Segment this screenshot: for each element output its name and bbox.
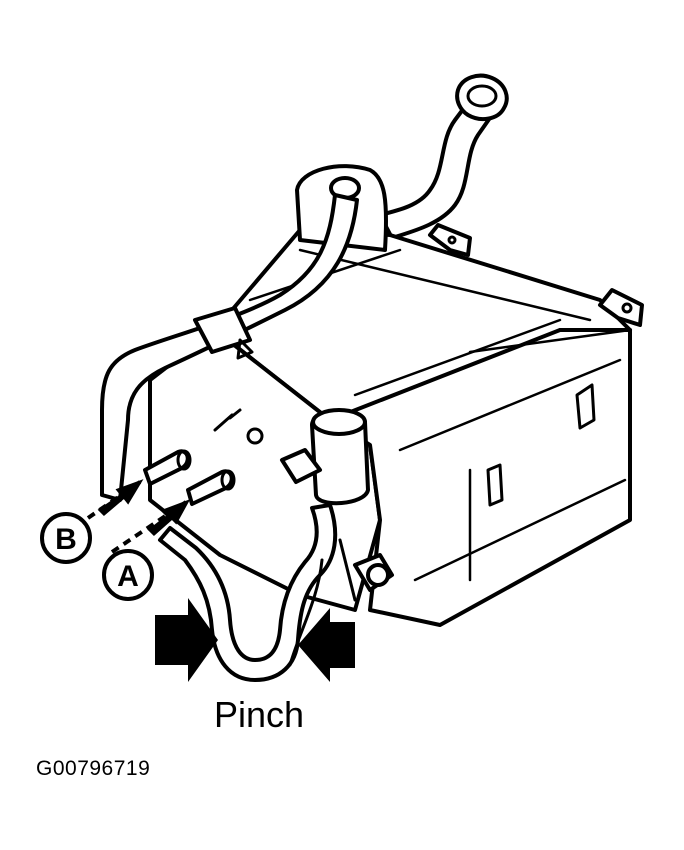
vent-valve: [280, 408, 370, 506]
figure-code: G00796719: [36, 757, 151, 780]
callout-b-label: B: [55, 523, 77, 556]
callout-a-label: A: [117, 560, 139, 593]
hose-a: [158, 503, 338, 682]
arrow-b: [86, 479, 144, 520]
pinch-label: Pinch: [214, 694, 305, 735]
callout-a: A: [102, 549, 154, 601]
pinch-arrow-right: [298, 608, 355, 682]
port-nipples: [143, 408, 264, 506]
callout-b: B: [40, 512, 92, 564]
pinch-arrow-left: [155, 598, 218, 682]
bottom-fitting: [338, 538, 394, 602]
arrow-a: [110, 499, 191, 554]
upper-vent-pipe: [378, 73, 509, 240]
canister-body: [148, 223, 644, 627]
